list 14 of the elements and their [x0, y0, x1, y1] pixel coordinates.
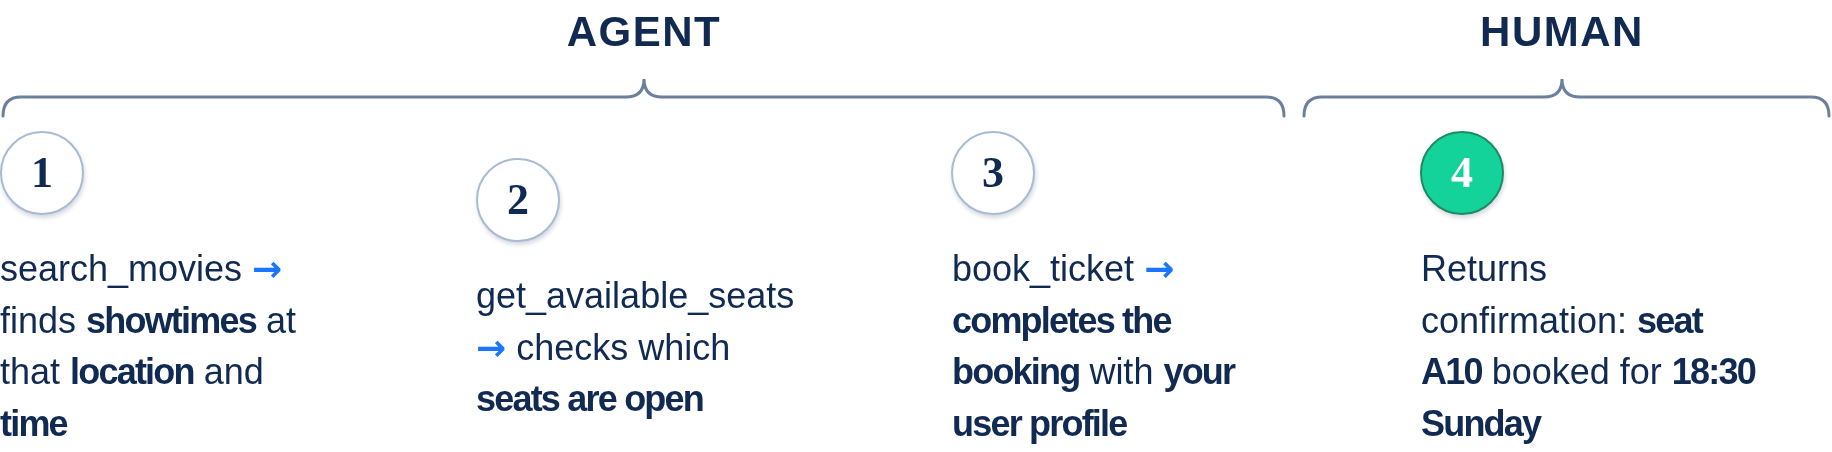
step-circle — [476, 158, 560, 242]
step-circle — [1420, 131, 1504, 215]
step-circle — [951, 131, 1035, 215]
step-description: Returns confirmation: seat A10 booked for 18:30 Sunday — [1421, 247, 1757, 446]
section-heading: AGENT — [566, 11, 722, 53]
step-number: 1 — [31, 151, 53, 195]
step-description: get_available_seats → checks which seats are open — [476, 274, 796, 422]
step-number: 2 — [507, 178, 529, 222]
step-description: book_ticket → completes the booking with your user profile — [952, 247, 1236, 446]
step-description: search_movies → finds showtimes at that location and time — [0, 247, 297, 446]
step-number: 3 — [982, 151, 1004, 195]
step-number: 4 — [1451, 151, 1473, 195]
step-circle — [0, 131, 84, 215]
section-heading: HUMAN — [1480, 11, 1644, 53]
